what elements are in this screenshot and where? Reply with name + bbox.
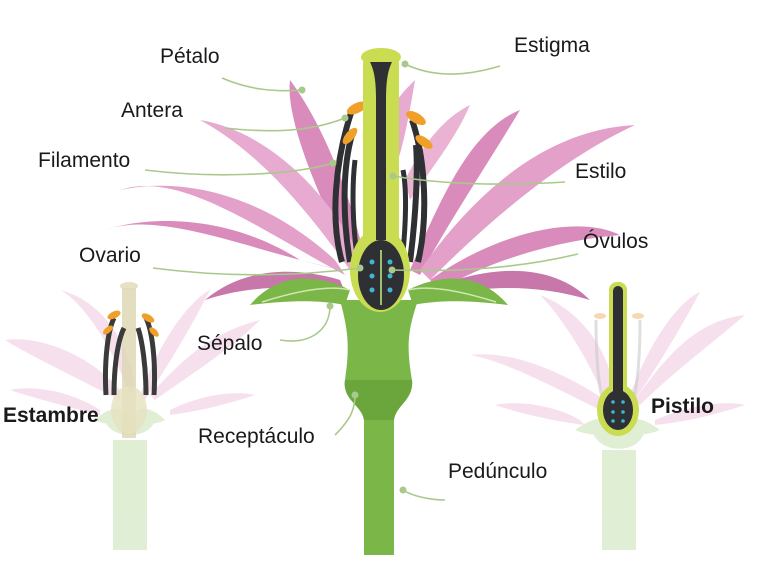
label-estigma: Estigma <box>514 34 590 57</box>
label-pistilo: Pistilo <box>651 395 715 418</box>
label-estambre: Estambre <box>3 404 99 427</box>
label-sepalo: Sépalo <box>197 332 263 355</box>
main-stamens <box>332 101 433 263</box>
label-petalo: Pétalo <box>160 45 220 68</box>
label-pedunculo: Pedúnculo <box>448 460 548 483</box>
faded-pistil-flower <box>470 292 745 550</box>
main-pistil <box>350 48 410 312</box>
label-ovulos: Óvulos <box>583 230 649 253</box>
label-antera: Antera <box>121 99 183 122</box>
label-receptaculo: Receptáculo <box>198 425 315 448</box>
ovules <box>369 259 393 293</box>
label-filamento: Filamento <box>38 149 131 172</box>
label-estilo: Estilo <box>575 160 627 183</box>
main-petals <box>105 80 635 300</box>
pistil-detail <box>594 282 644 436</box>
leader-lines <box>144 63 579 501</box>
main-stem <box>340 300 418 555</box>
main-sepals <box>250 278 508 305</box>
leader-dots <box>298 60 409 494</box>
label-ovario: Ovario <box>79 244 141 267</box>
stamen-detail <box>103 282 159 438</box>
